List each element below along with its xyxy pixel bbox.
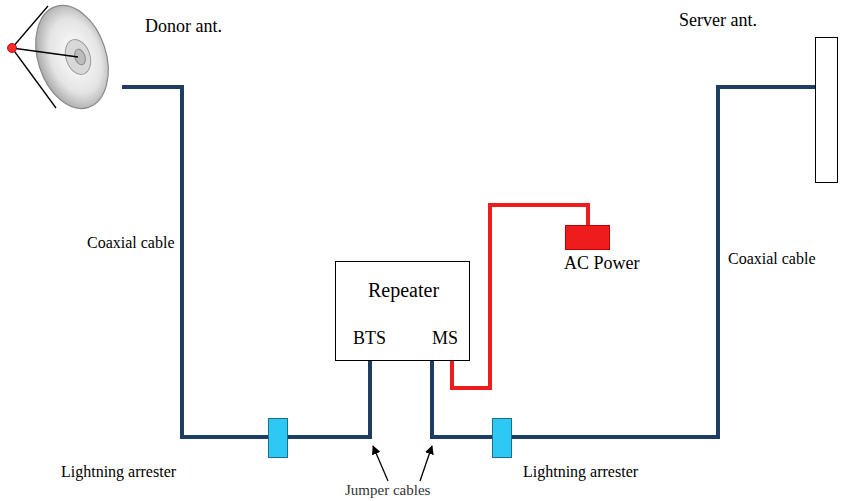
annotation-label: Jumper cables: [345, 482, 430, 499]
lightning-arrester: Lightning arrester: [492, 418, 512, 458]
node-label: Lightning arrester: [61, 463, 176, 481]
node-label: Repeater: [368, 279, 439, 302]
panel-antenna: Server ant.: [815, 37, 838, 183]
coaxial-cable: [432, 361, 492, 437]
port-label: MS: [432, 328, 458, 349]
leader-arrow: [373, 446, 388, 481]
port-label: BTS: [353, 328, 386, 349]
coaxial-cable: [512, 87, 815, 437]
node-label: AC Power: [564, 253, 640, 274]
lightning-arrester: Lightning arrester: [268, 418, 288, 458]
node-label: Lightning arrester: [523, 463, 638, 481]
dish-antenna: Donor ant.: [0, 0, 122, 115]
coaxial-cable: [122, 87, 268, 437]
coaxial-cable: [288, 361, 370, 437]
node-label: Server ant.: [679, 10, 757, 31]
dish-illustration: [0, 0, 122, 115]
cable-label: Coaxial cable: [728, 250, 816, 268]
node-label: Donor ant.: [145, 16, 222, 37]
leader-arrow: [420, 446, 432, 481]
power-socket: AC Power: [565, 225, 610, 250]
cable-label: Coaxial cable: [87, 234, 175, 252]
repeater-box: RepeaterBTS MS: [335, 261, 470, 361]
